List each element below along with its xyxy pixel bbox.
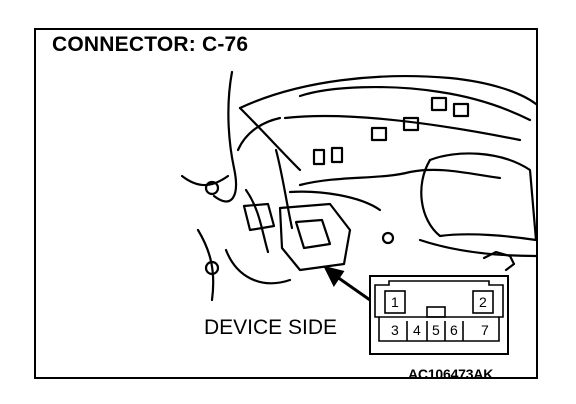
connector-pin-4: 4 <box>413 322 421 338</box>
connector-pin-3: 3 <box>391 322 399 338</box>
connector-pin-1: 1 <box>391 294 399 310</box>
connector-pin-7: 7 <box>481 322 489 338</box>
relay-block-outline <box>278 202 352 272</box>
harness-wire <box>298 168 502 187</box>
connector-pin-6: 6 <box>450 322 458 338</box>
figure-code: AC106473AK <box>408 366 494 382</box>
connector-pin-5: 5 <box>432 322 440 338</box>
pointer-arrowhead <box>323 265 345 287</box>
dashboard-top-outline <box>238 75 538 110</box>
connector-face: 1 2 3 4 5 6 7 <box>369 275 509 355</box>
cluster-shroud-outline <box>420 152 538 242</box>
connector-outline <box>374 280 504 342</box>
device-side-label: DEVICE SIDE <box>204 316 338 339</box>
diagram-title: CONNECTOR: C-76 <box>52 33 249 56</box>
connector-pin-2: 2 <box>479 294 487 310</box>
